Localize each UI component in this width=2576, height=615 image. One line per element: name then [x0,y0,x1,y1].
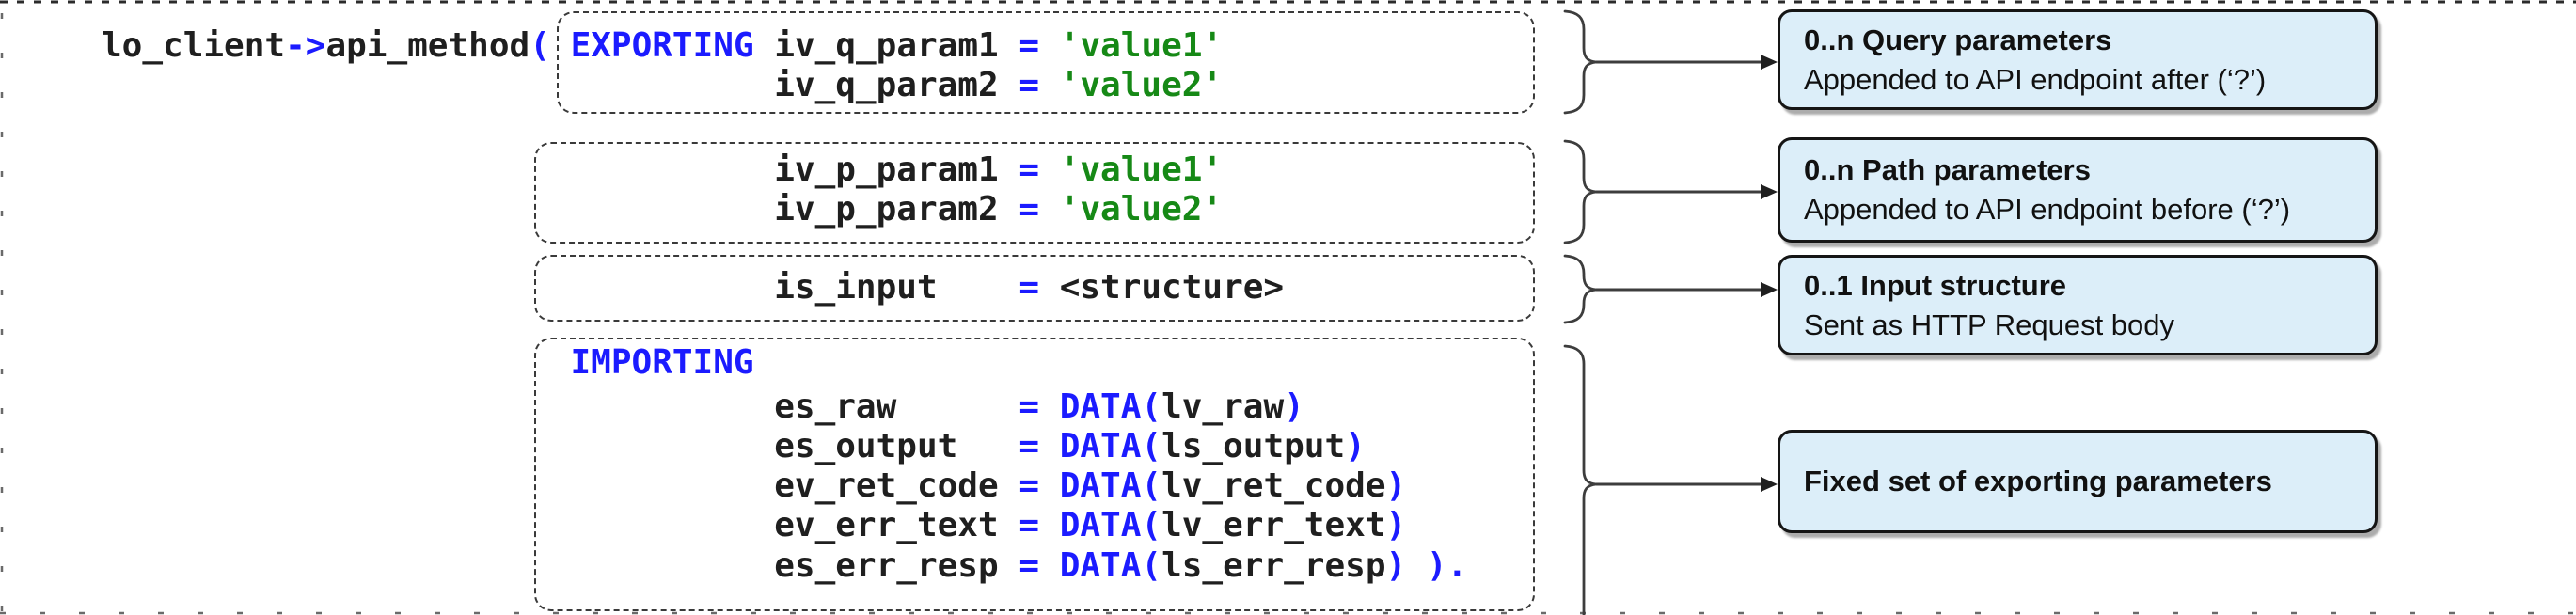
code-token: ) [1385,506,1407,544]
path-params-group-box [534,142,1535,244]
code-token: ) [1385,546,1407,585]
code-token: is_input [102,268,1019,307]
code-token [1039,66,1060,104]
callout-path-params: 0..n Path parameters Appended to API end… [1778,137,2378,243]
callout-query-params-subtitle: Appended to API endpoint after (‘?’) [1804,62,2267,96]
code-token [550,26,571,65]
code-token [1039,466,1060,505]
callout-path-params-title: 0..n Path parameters [1804,153,2091,186]
code-line-query2: iv_q_param2 = 'value2' [102,65,1223,105]
code-token: iv_q_param1 [753,26,1019,65]
code-token [1039,506,1060,544]
code-token: 'value1' [1059,26,1224,65]
code-token: = [1019,427,1040,465]
code-token: api_method [325,26,530,65]
exporting-params-group-box [534,338,1535,611]
code-token: lo_client [102,26,286,65]
code-line-path1: iv_p_param1 = 'value1' [102,150,1223,190]
code-token: 'value1' [1059,150,1224,189]
callout-query-params-title: 0..n Query parameters [1804,23,2112,56]
code-token: DATA( [1059,546,1162,585]
code-token: ( [529,26,550,65]
code-token [1039,150,1060,189]
callout-exporting-params: Fixed set of exporting parameters [1778,430,2378,533]
code-line-es-err-resp: es_err_resp = DATA(ls_err_resp) ). [102,545,1467,586]
code-token: DATA( [1059,387,1162,426]
code-token [1039,387,1060,426]
code-line-path2: iv_p_param2 = 'value2' [102,189,1223,229]
code-token: ev_ret_code [102,466,1019,505]
code-line-es-raw: es_raw = DATA(lv_raw) [102,386,1304,427]
code-token: -> [285,26,326,65]
code-token: ) [1345,427,1366,465]
callout-input-structure: 0..1 Input structure Sent as HTTP Reques… [1778,255,2378,355]
code-line-input: is_input = <structure> [102,267,1284,308]
code-token: = [1019,26,1040,65]
code-token: lv_err_text [1162,506,1386,544]
code-token: iv_p_param1 [102,150,1019,189]
code-token: ). [1426,546,1468,585]
code-token: DATA( [1059,466,1162,505]
code-token: <structure> [1039,268,1285,307]
query-params-group-box [557,11,1535,114]
input-structure-group-box [534,255,1535,322]
code-token: DATA( [1059,427,1162,465]
code-token: es_err_resp [102,546,1019,585]
code-token: ls_output [1162,427,1346,465]
code-token [102,343,571,382]
code-token: DATA( [1059,506,1162,544]
code-token: = [1019,66,1040,104]
code-token [1039,26,1060,65]
code-token: = [1019,466,1040,505]
code-token: ) [1385,466,1407,505]
code-token: = [1019,190,1040,229]
code-token: es_raw [102,387,1019,426]
code-token [1039,427,1060,465]
code-token: = [1019,546,1040,585]
code-token: lv_ret_code [1162,466,1386,505]
code-line-es-output: es_output = DATA(ls_output) [102,426,1366,466]
code-line-importing: IMPORTING [102,342,754,383]
code-token: = [1019,387,1040,426]
code-token [1039,546,1060,585]
callout-input-structure-subtitle: Sent as HTTP Request body [1804,308,2175,341]
code-line-ev-err-text: ev_err_text = DATA(lv_err_text) [102,505,1406,545]
code-token: 'value2' [1059,66,1224,104]
code-token: es_output [102,427,1019,465]
code-token: ev_err_text [102,506,1019,544]
code-token: iv_p_param2 [102,190,1019,229]
code-token: EXPORTING [570,26,754,65]
code-token: ls_err_resp [1162,546,1386,585]
code-token: = [1019,150,1040,189]
callout-input-structure-title: 0..1 Input structure [1804,268,2067,302]
callout-path-params-subtitle: Appended to API endpoint before (‘?’) [1804,193,2291,226]
abap-code-block: lo_client->api_method( EXPORTING iv_q_pa… [102,0,2453,615]
callout-exporting-params-title: Fixed set of exporting parameters [1804,465,2272,497]
code-token: ) [1284,387,1304,426]
callout-query-params: 0..n Query parameters Appended to API en… [1778,9,2378,110]
code-token: 'value2' [1059,190,1224,229]
code-token [1039,190,1060,229]
code-line-call-query1: lo_client->api_method( EXPORTING iv_q_pa… [102,25,1223,66]
code-token: iv_q_param2 [102,66,1019,104]
code-line-ev-ret-code: ev_ret_code = DATA(lv_ret_code) [102,465,1406,506]
code-token: lv_raw [1162,387,1285,426]
code-token: = [1019,506,1040,544]
code-token: IMPORTING [570,343,754,382]
code-token: = [1019,268,1040,307]
code-token [1406,546,1427,585]
